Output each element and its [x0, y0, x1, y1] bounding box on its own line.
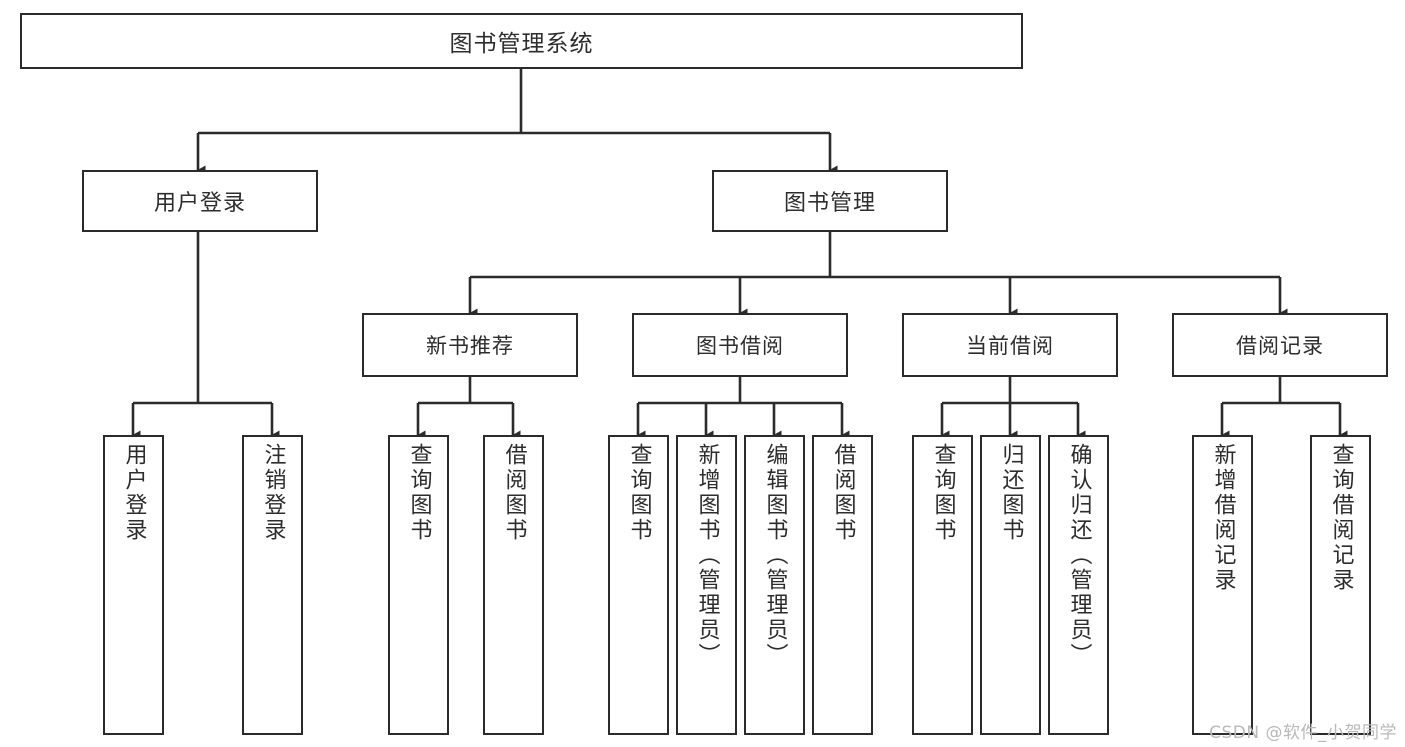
- node-label: 图书管理: [783, 191, 876, 216]
- node-label: 查询图书: [930, 443, 956, 543]
- leaf-current-borrow-return-book[interactable]: 归还图书: [980, 435, 1041, 735]
- node-label: 新增借阅记录: [1210, 443, 1236, 593]
- node-label: 编辑图书（管理员）: [762, 443, 788, 668]
- leaf-book-borrow-query-book[interactable]: 查询图书: [608, 435, 669, 735]
- node-root-system[interactable]: 图书管理系统: [20, 13, 1023, 69]
- leaf-book-borrow-edit-book-admin[interactable]: 编辑图书（管理员）: [744, 435, 805, 735]
- node-label: 查询图书: [406, 443, 432, 543]
- node-borrow-record[interactable]: 借阅记录: [1172, 313, 1388, 377]
- leaf-user-login-do-login[interactable]: 用户登录: [103, 435, 164, 735]
- node-label: 借阅图书: [501, 443, 527, 543]
- leaf-borrow-record-query-record[interactable]: 查询借阅记录: [1310, 435, 1371, 735]
- leaf-book-borrow-add-book-admin[interactable]: 新增图书（管理员）: [676, 435, 737, 735]
- leaf-new-book-query-book[interactable]: 查询图书: [388, 435, 449, 735]
- node-label: 用户登录: [121, 443, 147, 543]
- node-label: 图书借阅: [696, 334, 784, 358]
- node-label: 新增图书（管理员）: [694, 443, 720, 668]
- leaf-current-borrow-confirm-return-admin[interactable]: 确认归还（管理员）: [1048, 435, 1109, 735]
- node-label: 当前借阅: [966, 334, 1054, 358]
- node-book-management[interactable]: 图书管理: [712, 170, 948, 232]
- leaf-current-borrow-query-book[interactable]: 查询图书: [912, 435, 973, 735]
- node-book-borrow[interactable]: 图书借阅: [632, 313, 848, 377]
- node-user-login[interactable]: 用户登录: [82, 170, 318, 232]
- node-label: 借阅记录: [1236, 334, 1324, 358]
- leaf-new-book-borrow-book[interactable]: 借阅图书: [483, 435, 544, 735]
- node-label: 确认归还（管理员）: [1066, 443, 1092, 668]
- leaf-borrow-record-add-record[interactable]: 新增借阅记录: [1192, 435, 1253, 735]
- node-label: 查询图书: [626, 443, 652, 543]
- leaf-user-login-logout[interactable]: 注销登录: [242, 435, 303, 735]
- node-label: 查询借阅记录: [1328, 443, 1354, 593]
- node-label: 新书推荐: [426, 334, 514, 358]
- node-label: 借阅图书: [830, 443, 856, 543]
- node-label: 图书管理系统: [449, 31, 594, 57]
- node-label: 注销登录: [260, 443, 286, 543]
- node-current-borrow[interactable]: 当前借阅: [902, 313, 1118, 377]
- node-label: 用户登录: [153, 191, 246, 216]
- node-label: 归还图书: [998, 443, 1024, 543]
- node-new-book-recommend[interactable]: 新书推荐: [362, 313, 578, 377]
- leaf-book-borrow-borrow-book[interactable]: 借阅图书: [812, 435, 873, 735]
- csdn-watermark: CSDN @软件_小贺同学: [1209, 723, 1397, 743]
